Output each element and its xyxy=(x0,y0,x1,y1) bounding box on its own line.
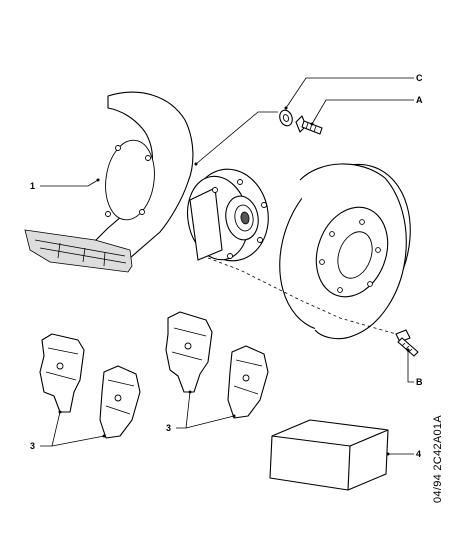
callout-b: B xyxy=(416,377,423,387)
bolt-a xyxy=(295,115,323,135)
bolt-b xyxy=(395,329,419,357)
wheel-hub xyxy=(187,168,269,262)
callout-4: 4 xyxy=(416,449,421,459)
callout-3-left: 3 xyxy=(30,441,35,451)
callout-a: A xyxy=(416,95,423,105)
reference-code: 04/94 2C42A01A xyxy=(432,415,444,503)
brake-disc xyxy=(279,163,411,340)
callout-3-right: 3 xyxy=(166,423,171,433)
callout-c: C xyxy=(416,73,423,83)
leader-lines xyxy=(40,77,414,456)
brake-pads-left xyxy=(39,333,141,439)
callout-1: 1 xyxy=(30,181,35,191)
brake-pads-right xyxy=(165,311,269,419)
parts-kit-box xyxy=(269,419,389,491)
splash-shield xyxy=(24,91,194,273)
washer xyxy=(279,109,293,127)
